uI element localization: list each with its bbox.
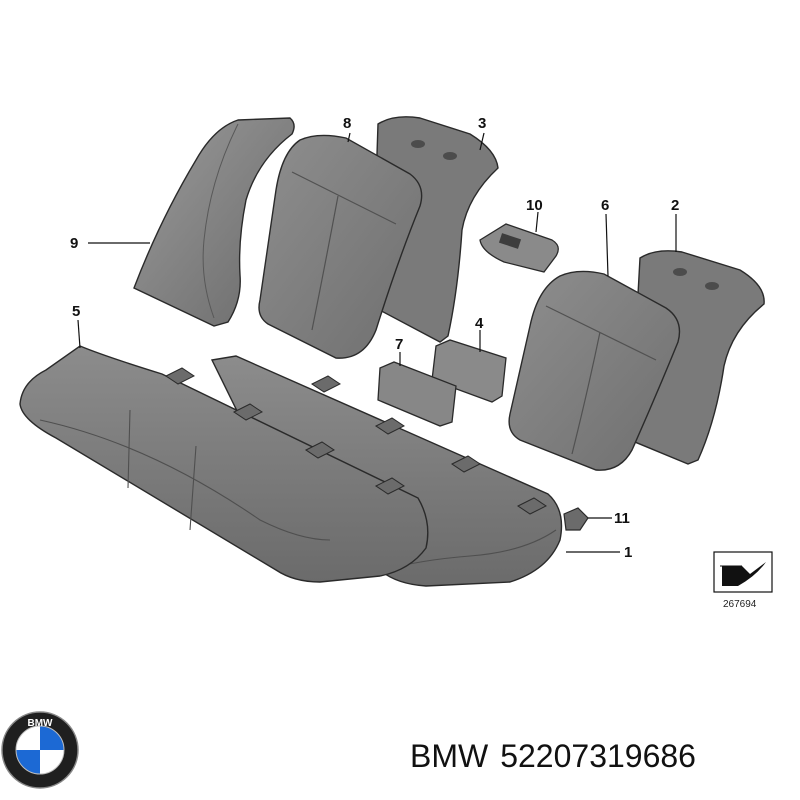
callout-11: 11 xyxy=(614,510,630,527)
part-5-anchor-tabs xyxy=(165,367,405,495)
part-8-seam xyxy=(291,171,397,331)
part-1-seat-cushion xyxy=(210,355,563,587)
reference-box xyxy=(713,551,773,593)
part-2-backrest-frame xyxy=(629,250,765,465)
part-5-seam-2 xyxy=(127,409,197,531)
callout-6: 6 xyxy=(601,197,609,214)
caption-brand: BMW xyxy=(410,738,489,774)
part-5-seam-1 xyxy=(39,419,331,541)
callout-4: 4 xyxy=(475,315,484,332)
part-8-backrest-cushion xyxy=(258,134,423,359)
part-2-hole-2 xyxy=(705,282,719,290)
part-11-clip xyxy=(563,507,589,531)
part-6-seam xyxy=(545,305,657,455)
part-3-hole-2 xyxy=(443,152,457,160)
callout-1: 1 xyxy=(624,544,632,561)
part-7-trim xyxy=(377,361,457,427)
callout-9: 9 xyxy=(70,235,78,252)
part-10-slot xyxy=(498,233,522,249)
part-3-hole-1 xyxy=(411,140,425,148)
part-2-hole-1 xyxy=(673,268,687,276)
bmw-logo-text: BMW xyxy=(28,718,54,729)
part-5-seat-cushion xyxy=(19,345,429,583)
part-caption: BMW 52207319686 xyxy=(410,738,708,775)
reference-number: 267694 xyxy=(723,599,757,610)
callout-3: 3 xyxy=(478,115,486,132)
part-1-anchor-tabs xyxy=(311,375,547,515)
callout-7: 7 xyxy=(395,336,403,353)
leader-lines xyxy=(77,132,677,553)
caption-part-number: 52207319686 xyxy=(500,738,696,774)
part-10-bracket xyxy=(479,223,559,273)
arrow-icon xyxy=(722,562,766,586)
part-9-side-bolster xyxy=(133,117,295,327)
part-6-backrest-cushion xyxy=(508,270,681,471)
callout-5: 5 xyxy=(72,303,80,320)
callout-8: 8 xyxy=(343,115,351,132)
callout-2: 2 xyxy=(671,197,679,214)
part-9-crease xyxy=(202,123,239,319)
bmw-logo: BMW xyxy=(1,711,79,789)
callout-10: 10 xyxy=(526,197,543,214)
